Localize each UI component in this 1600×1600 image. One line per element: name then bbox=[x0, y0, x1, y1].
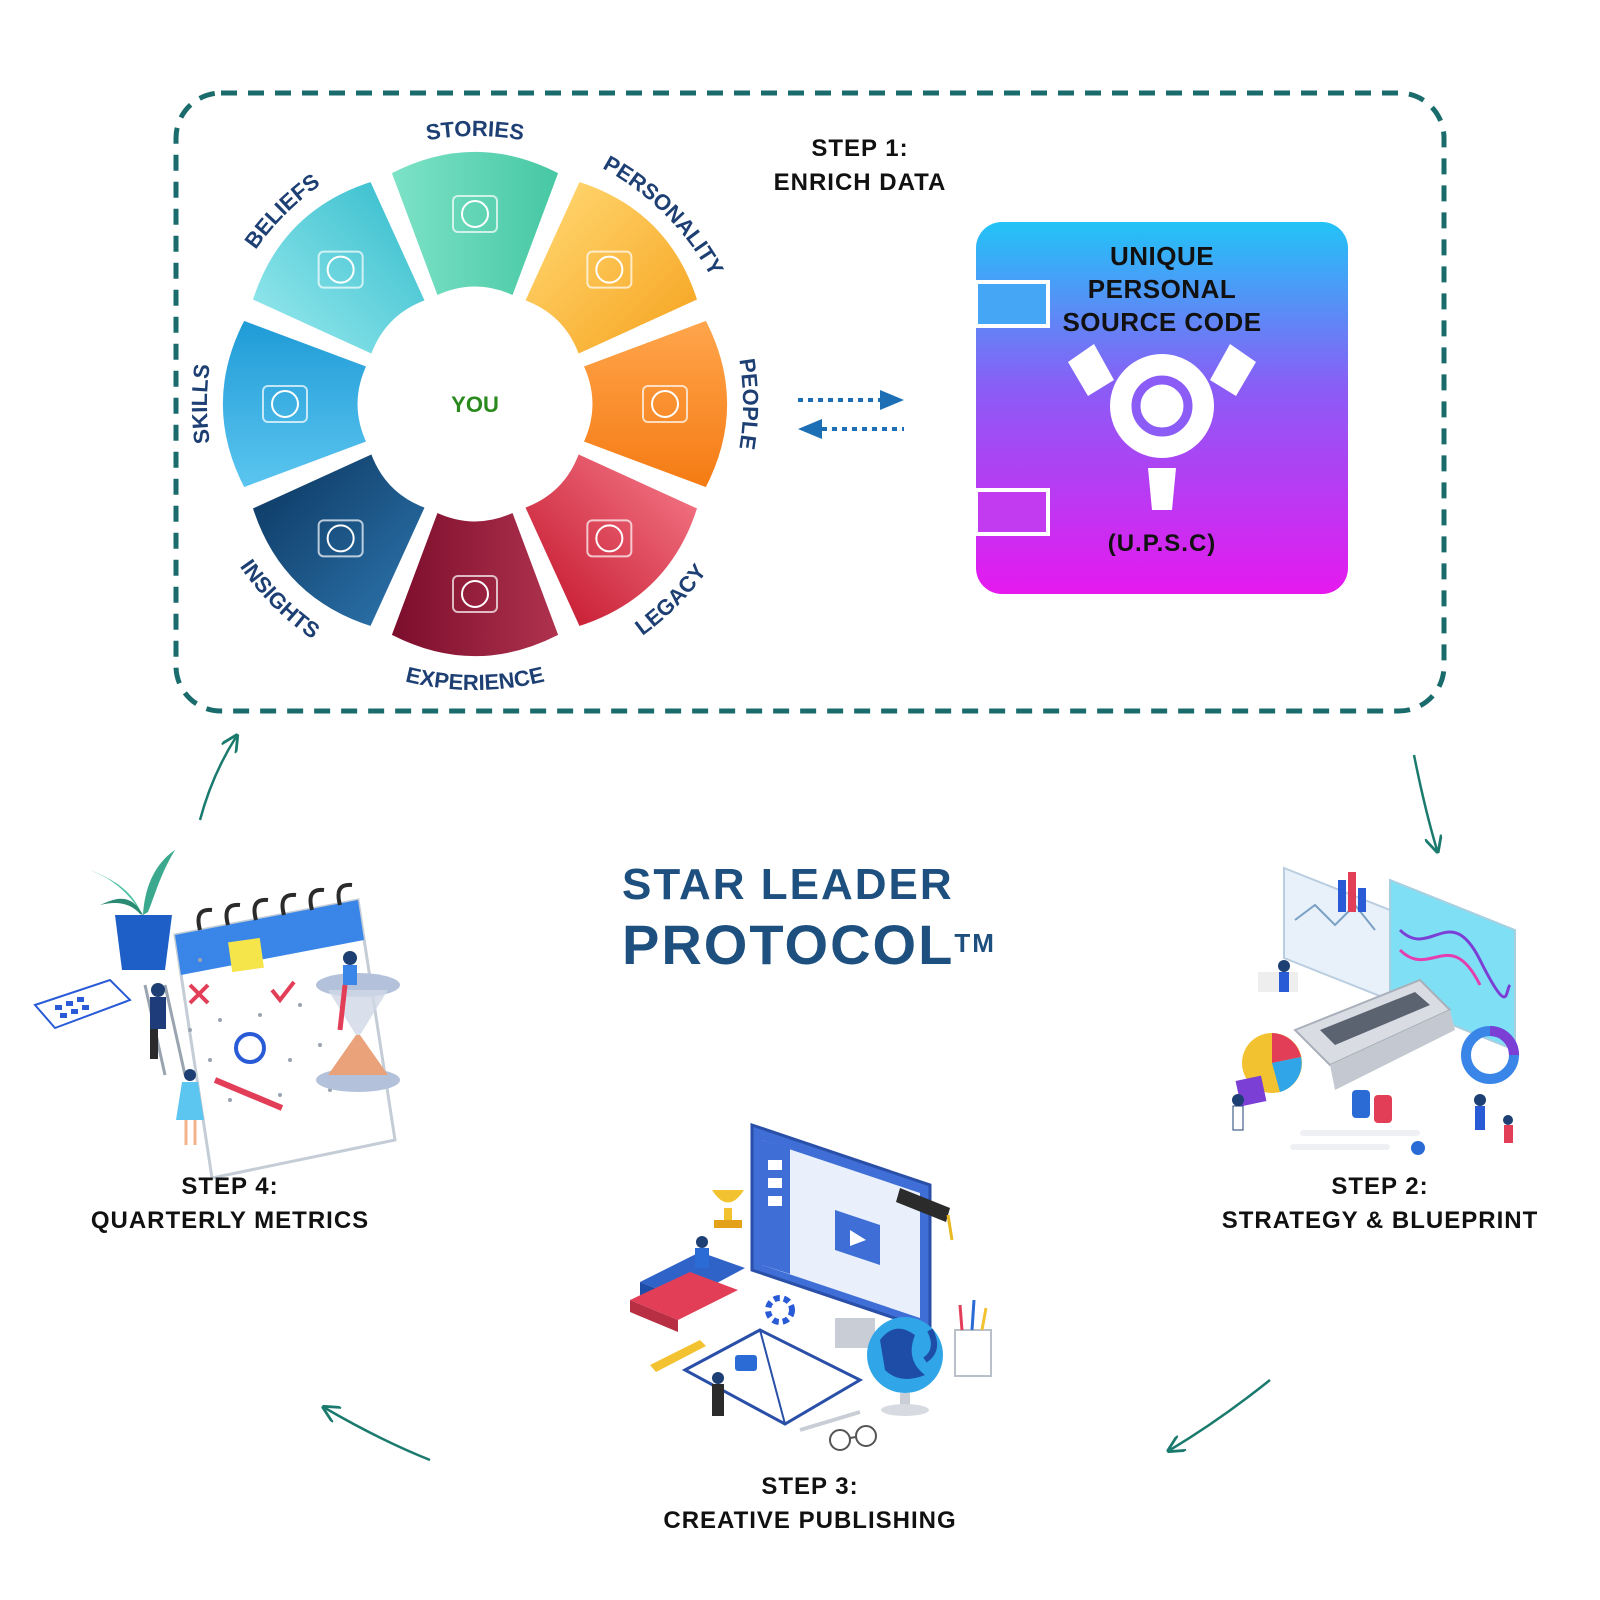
upsc-abbreviation: (U.P.S.C) bbox=[1107, 530, 1217, 557]
wheel-label-stories: STORIES bbox=[424, 116, 526, 145]
upsc-title-line1: UNIQUE bbox=[1109, 241, 1215, 271]
wheel-label-skills: SKILLS bbox=[187, 363, 215, 446]
upsc-title-line3: SOURCE CODE bbox=[1062, 307, 1262, 337]
gears-icon bbox=[262, 385, 308, 423]
upsc-card: UNIQUE PERSONAL SOURCE CODE (U.P.S.C) bbox=[976, 222, 1348, 594]
wheel-segment-stories bbox=[385, 145, 565, 303]
strategy-blueprint-illustration bbox=[1232, 866, 1519, 1155]
step3-number: STEP 3: bbox=[761, 1473, 859, 1500]
wheel-label-people: PEOPLE bbox=[734, 357, 763, 452]
wheel-segment-insights bbox=[246, 447, 432, 633]
upsc-title-line2: PERSONAL bbox=[1087, 274, 1237, 304]
cycle-arrow-step4-to-step1 bbox=[198, 737, 236, 821]
wheel-segment-personality bbox=[518, 175, 704, 361]
step3-label: STEP 3: CREATIVE PUBLISHING bbox=[600, 1470, 1020, 1538]
step1-name: ENRICH DATA bbox=[773, 169, 947, 196]
step4-name: QUARTERLY METRICS bbox=[90, 1207, 370, 1234]
you-label: YOU bbox=[451, 392, 499, 417]
wheel-segment-people bbox=[576, 314, 734, 494]
step3-name: CREATIVE PUBLISHING bbox=[663, 1507, 957, 1534]
title-line1: STAR LEADER bbox=[622, 860, 954, 909]
wheel-segment-legacy bbox=[518, 447, 704, 633]
wheel-segment-beliefs bbox=[246, 175, 432, 361]
cycle-arrow-step1-to-step2 bbox=[1412, 754, 1437, 850]
wheel-segment-experience bbox=[385, 505, 565, 663]
monitor-profile-icon bbox=[452, 575, 498, 613]
title-line2-wrap: PROTOCOLTM bbox=[560, 912, 1000, 978]
step4-number: STEP 4: bbox=[181, 1173, 279, 1200]
group-icon bbox=[642, 385, 688, 423]
cycle-arrow-step2-to-step3 bbox=[1170, 1379, 1271, 1450]
certificate-icon bbox=[586, 519, 633, 558]
step1-number: STEP 1: bbox=[811, 135, 909, 162]
cycle-arrow-step3-to-step4 bbox=[325, 1408, 431, 1462]
step2-number: STEP 2: bbox=[1331, 1173, 1429, 1200]
data-wheel: STORIESPERSONALITYPEOPLELEGACYEXPERIENCE… bbox=[187, 116, 763, 695]
step2-name: STRATEGY & BLUEPRINT bbox=[1221, 1207, 1539, 1234]
creative-publishing-illustration bbox=[630, 1122, 992, 1451]
quarterly-metrics-illustration bbox=[33, 850, 400, 1180]
protocol-title: STAR LEADER PROTOCOLTM bbox=[560, 858, 1000, 978]
treasure-chest-icon bbox=[452, 195, 498, 233]
step1-dashed-frame bbox=[173, 90, 1447, 714]
step4-label: STEP 4: QUARTERLY METRICS bbox=[60, 1170, 400, 1238]
dancing-people-icon bbox=[586, 250, 633, 289]
trademark-symbol: TM bbox=[954, 928, 996, 958]
wheel-label-experience: EXPERIENCE bbox=[404, 662, 547, 695]
upsc-title: UNIQUE PERSONAL SOURCE CODE bbox=[976, 240, 1348, 339]
exchange-arrows bbox=[798, 390, 904, 439]
title-line2: PROTOCOL bbox=[622, 913, 955, 976]
step1-label: STEP 1: ENRICH DATA bbox=[740, 132, 980, 200]
knob-icon bbox=[976, 280, 1256, 536]
wheel-segment-skills bbox=[216, 314, 374, 494]
step2-label: STEP 2: STRATEGY & BLUEPRINT bbox=[1190, 1170, 1570, 1238]
team-idea-icon bbox=[317, 250, 364, 289]
person-idea-icon bbox=[317, 519, 364, 558]
